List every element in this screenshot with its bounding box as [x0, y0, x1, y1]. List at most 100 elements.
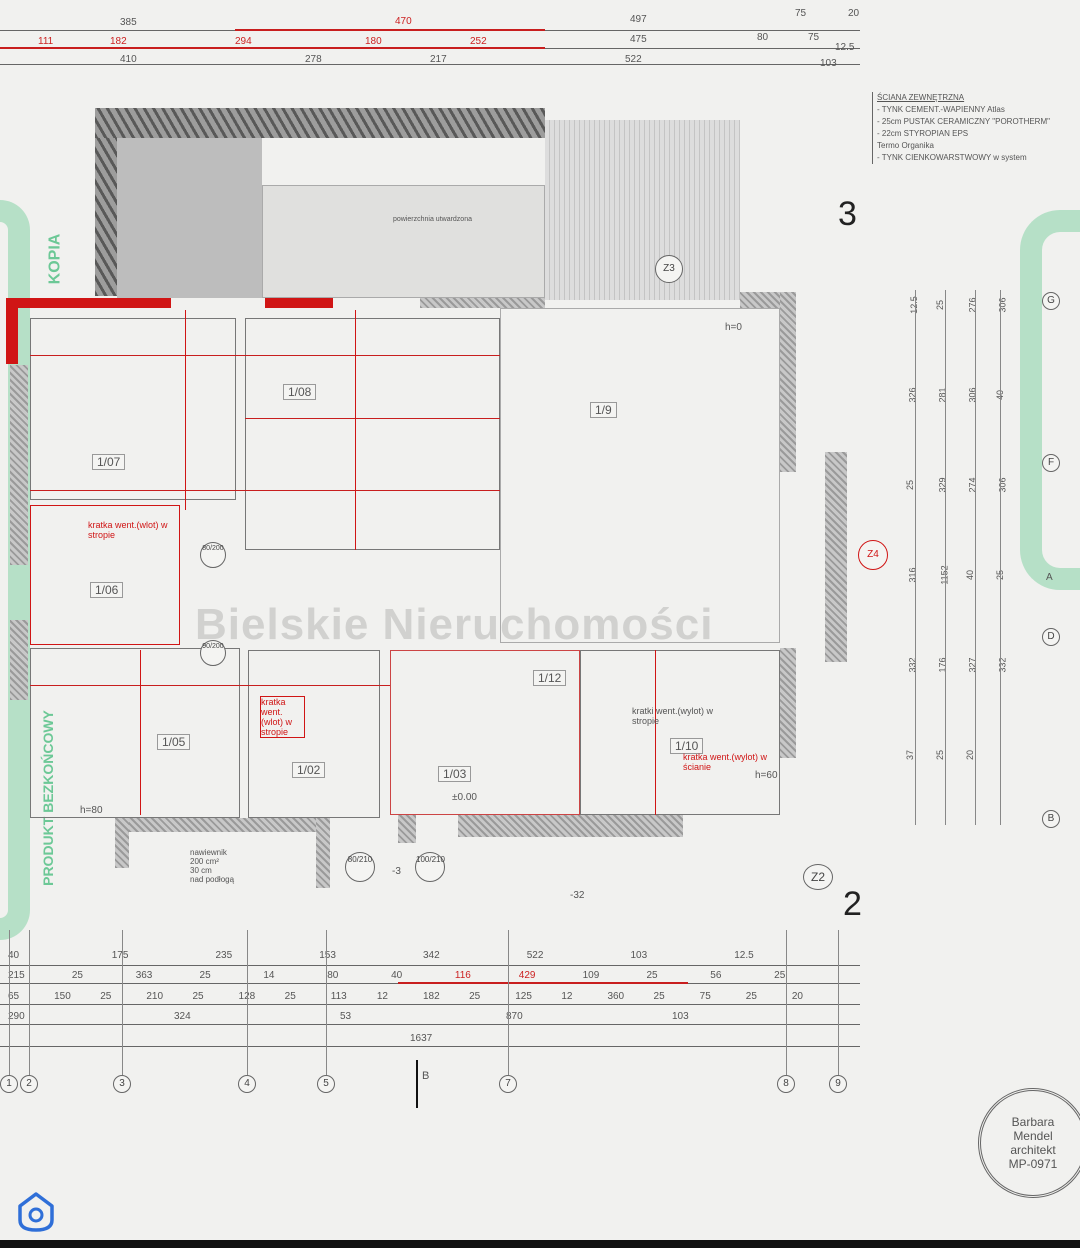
- notes-title: ŚCIANA ZEWNĘTRZNA: [877, 93, 965, 102]
- dim-value: 324: [174, 1011, 191, 1022]
- dim-value: 20: [965, 749, 976, 761]
- watermark: Bielskie Nieruchomości: [195, 600, 714, 649]
- dim-line-red: [30, 685, 390, 686]
- dim-value: 332: [907, 657, 918, 673]
- wall-red: [6, 298, 171, 308]
- grid-line: [247, 930, 248, 1075]
- dim-value: 281: [937, 387, 948, 403]
- dim-value: 25: [284, 991, 296, 1002]
- dim-value: 20: [791, 991, 803, 1002]
- wall: [825, 452, 847, 662]
- wall: [420, 298, 545, 308]
- dim-value: 342: [423, 950, 440, 961]
- architect-stamp: Barbara Mendel architekt MP-0971: [978, 1088, 1080, 1198]
- vent-note: kratki went.(wylot) w stropie: [632, 706, 714, 726]
- dim-value: 153: [319, 950, 336, 961]
- dim-value: 14: [263, 970, 275, 981]
- dim-value: 75: [795, 8, 807, 19]
- dim-value: 326: [907, 387, 918, 403]
- notes-line: - TYNK CEMENT.-WAPIENNY Atlas: [877, 105, 1005, 114]
- dim-value: 40: [965, 569, 976, 581]
- dim-value: 12: [561, 991, 573, 1002]
- room-label: 1/06: [90, 582, 124, 598]
- terrace-label: powierzchnia utwardzona: [393, 216, 472, 223]
- height-mark: ±0.00: [452, 792, 477, 803]
- door-mark: 80/210: [345, 852, 375, 882]
- stamp-name: Barbara: [1011, 1115, 1055, 1129]
- dim-value: 40: [391, 970, 403, 981]
- vent-note: kratka went.(wylot) w ścianie: [683, 752, 768, 772]
- grid-axis-g: G: [1042, 292, 1060, 310]
- wall: [316, 818, 330, 888]
- dim-value: 182: [110, 36, 127, 47]
- room-label: 1/03: [438, 766, 472, 782]
- dim-value: 103: [630, 950, 648, 961]
- dim-line-red: [185, 310, 186, 510]
- dim-line: [1000, 290, 1001, 825]
- grid-line: [508, 930, 509, 1075]
- height-mark: h=0: [725, 322, 742, 333]
- dim-value: 385: [120, 17, 137, 28]
- wall-red: [6, 298, 18, 364]
- dim-value: 475: [630, 34, 647, 45]
- section-bubble-z2: Z2: [803, 864, 833, 890]
- dim-value: 53: [340, 1011, 352, 1022]
- dim-value: 103: [672, 1011, 689, 1022]
- height-mark: h=80: [80, 805, 103, 816]
- grid-axis-bubble: 1: [0, 1075, 18, 1093]
- height-mark: h=60: [755, 770, 778, 781]
- side-text-kopia: KOPIA: [46, 233, 64, 285]
- niche-note-line: nawiewnik: [190, 848, 227, 857]
- dim-value: 294: [235, 36, 252, 47]
- dim-value: 75: [699, 991, 711, 1002]
- dim-line-red: [245, 418, 500, 419]
- dim-line-red: [355, 310, 356, 550]
- dim-value: 65: [8, 991, 20, 1002]
- app-logo-icon[interactable]: [16, 1190, 56, 1239]
- niche-note-line: 200 cm²: [190, 857, 219, 866]
- dim-value: 25: [199, 970, 211, 981]
- dim-value: 113: [330, 991, 347, 1002]
- dim-line: [0, 1004, 860, 1005]
- dim-value: 175: [111, 950, 129, 961]
- section-mark-3: 3: [838, 195, 857, 233]
- grid-line: [786, 930, 787, 1075]
- stamp-surname: Mendel: [1013, 1129, 1053, 1143]
- notes-line: - 25cm PUSTAK CERAMICZNY "POROTHERM": [877, 117, 1050, 126]
- height-mark: -32: [570, 890, 585, 901]
- notes-line: Termo Organika: [877, 141, 934, 150]
- dim-value: 25: [774, 970, 786, 981]
- grid-axis-bubble: 5: [317, 1075, 335, 1093]
- dim-line: [0, 1046, 860, 1047]
- dim-value: 429: [518, 970, 536, 981]
- niche-note-line: 30 cm: [190, 866, 212, 875]
- dim-value: 116: [454, 970, 471, 981]
- vent-note: kratka went.(wlot) w stropie: [260, 696, 305, 738]
- dim-line: [0, 965, 860, 966]
- dim-value: 252: [470, 36, 487, 47]
- grid-line: [9, 930, 10, 1075]
- grid-axis-b: B: [1042, 810, 1060, 828]
- dim-value: 12.5: [835, 42, 855, 53]
- dim-line: [0, 1024, 860, 1025]
- section-bubble-z4: Z4: [858, 540, 888, 570]
- height-mark: -3: [392, 866, 401, 877]
- dim-value: 470: [395, 16, 412, 27]
- dim-value: 25: [935, 749, 946, 761]
- dim-value: 180: [365, 36, 382, 47]
- dim-line: [545, 48, 860, 49]
- room-1-10: [580, 650, 780, 815]
- wall: [780, 648, 796, 758]
- dim-value: 128: [239, 991, 256, 1002]
- dim-value: 20: [848, 8, 860, 19]
- stamp-title: architekt: [1010, 1143, 1056, 1157]
- room-1-05: [30, 648, 240, 818]
- grid-line: [838, 930, 839, 1075]
- dim-value: 25: [653, 991, 665, 1002]
- grid-line: [326, 930, 327, 1075]
- dim-value: 278: [305, 54, 322, 65]
- dim-value: 150: [54, 991, 71, 1002]
- room-1-02-kitchen: [248, 650, 380, 818]
- stamp-number: MP-0971: [1008, 1157, 1058, 1171]
